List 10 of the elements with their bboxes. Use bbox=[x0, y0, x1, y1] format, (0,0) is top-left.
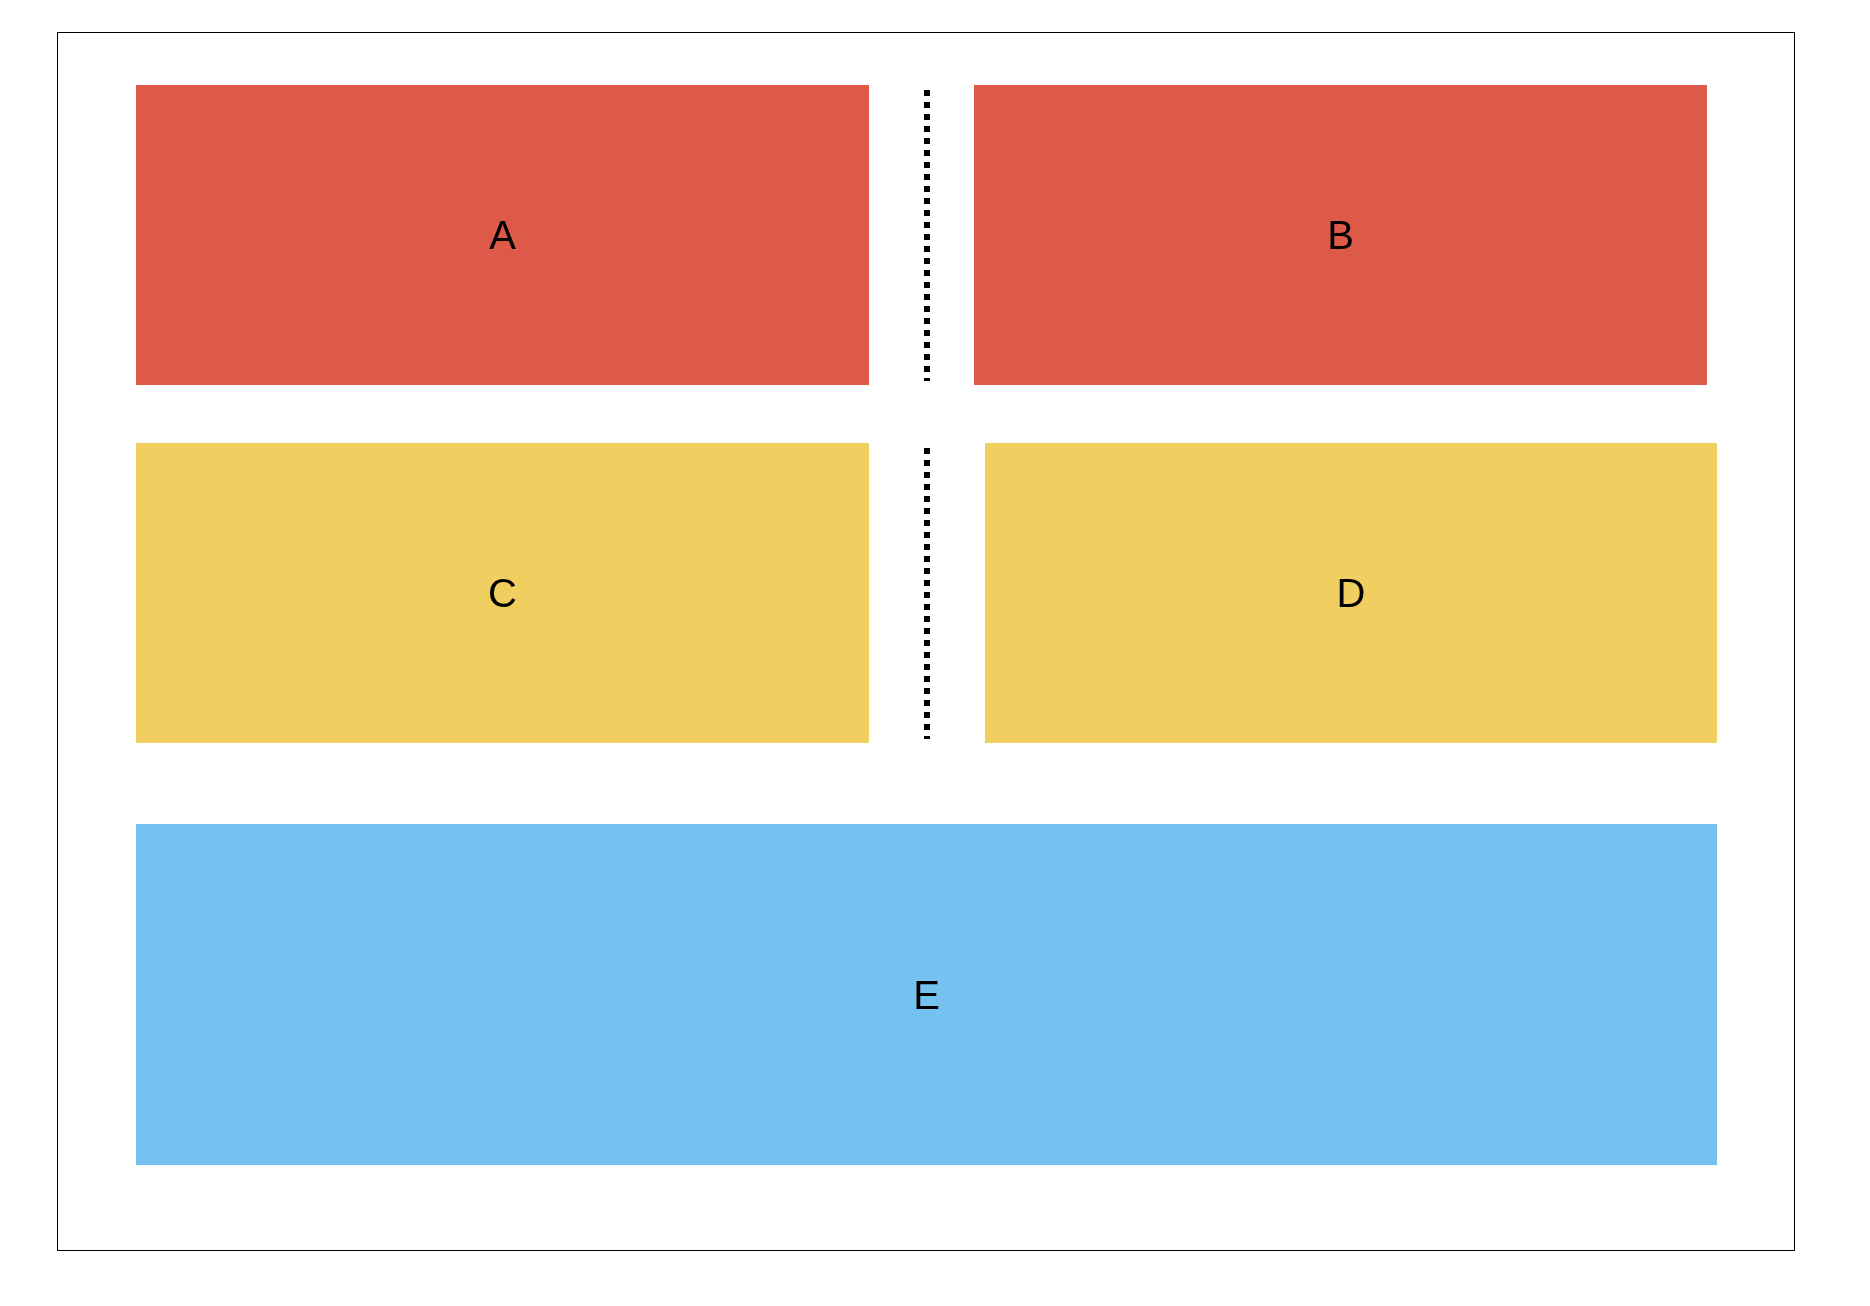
section-block bbox=[985, 443, 1717, 743]
section-block bbox=[974, 85, 1707, 385]
block-label: B bbox=[1327, 215, 1354, 255]
section-block bbox=[136, 443, 869, 743]
block-label: A bbox=[489, 215, 516, 255]
block-label: C bbox=[488, 573, 517, 613]
block-label: D bbox=[1336, 573, 1366, 613]
section-block bbox=[136, 824, 1717, 1165]
section-block bbox=[136, 85, 869, 385]
block-label: E bbox=[913, 974, 940, 1015]
